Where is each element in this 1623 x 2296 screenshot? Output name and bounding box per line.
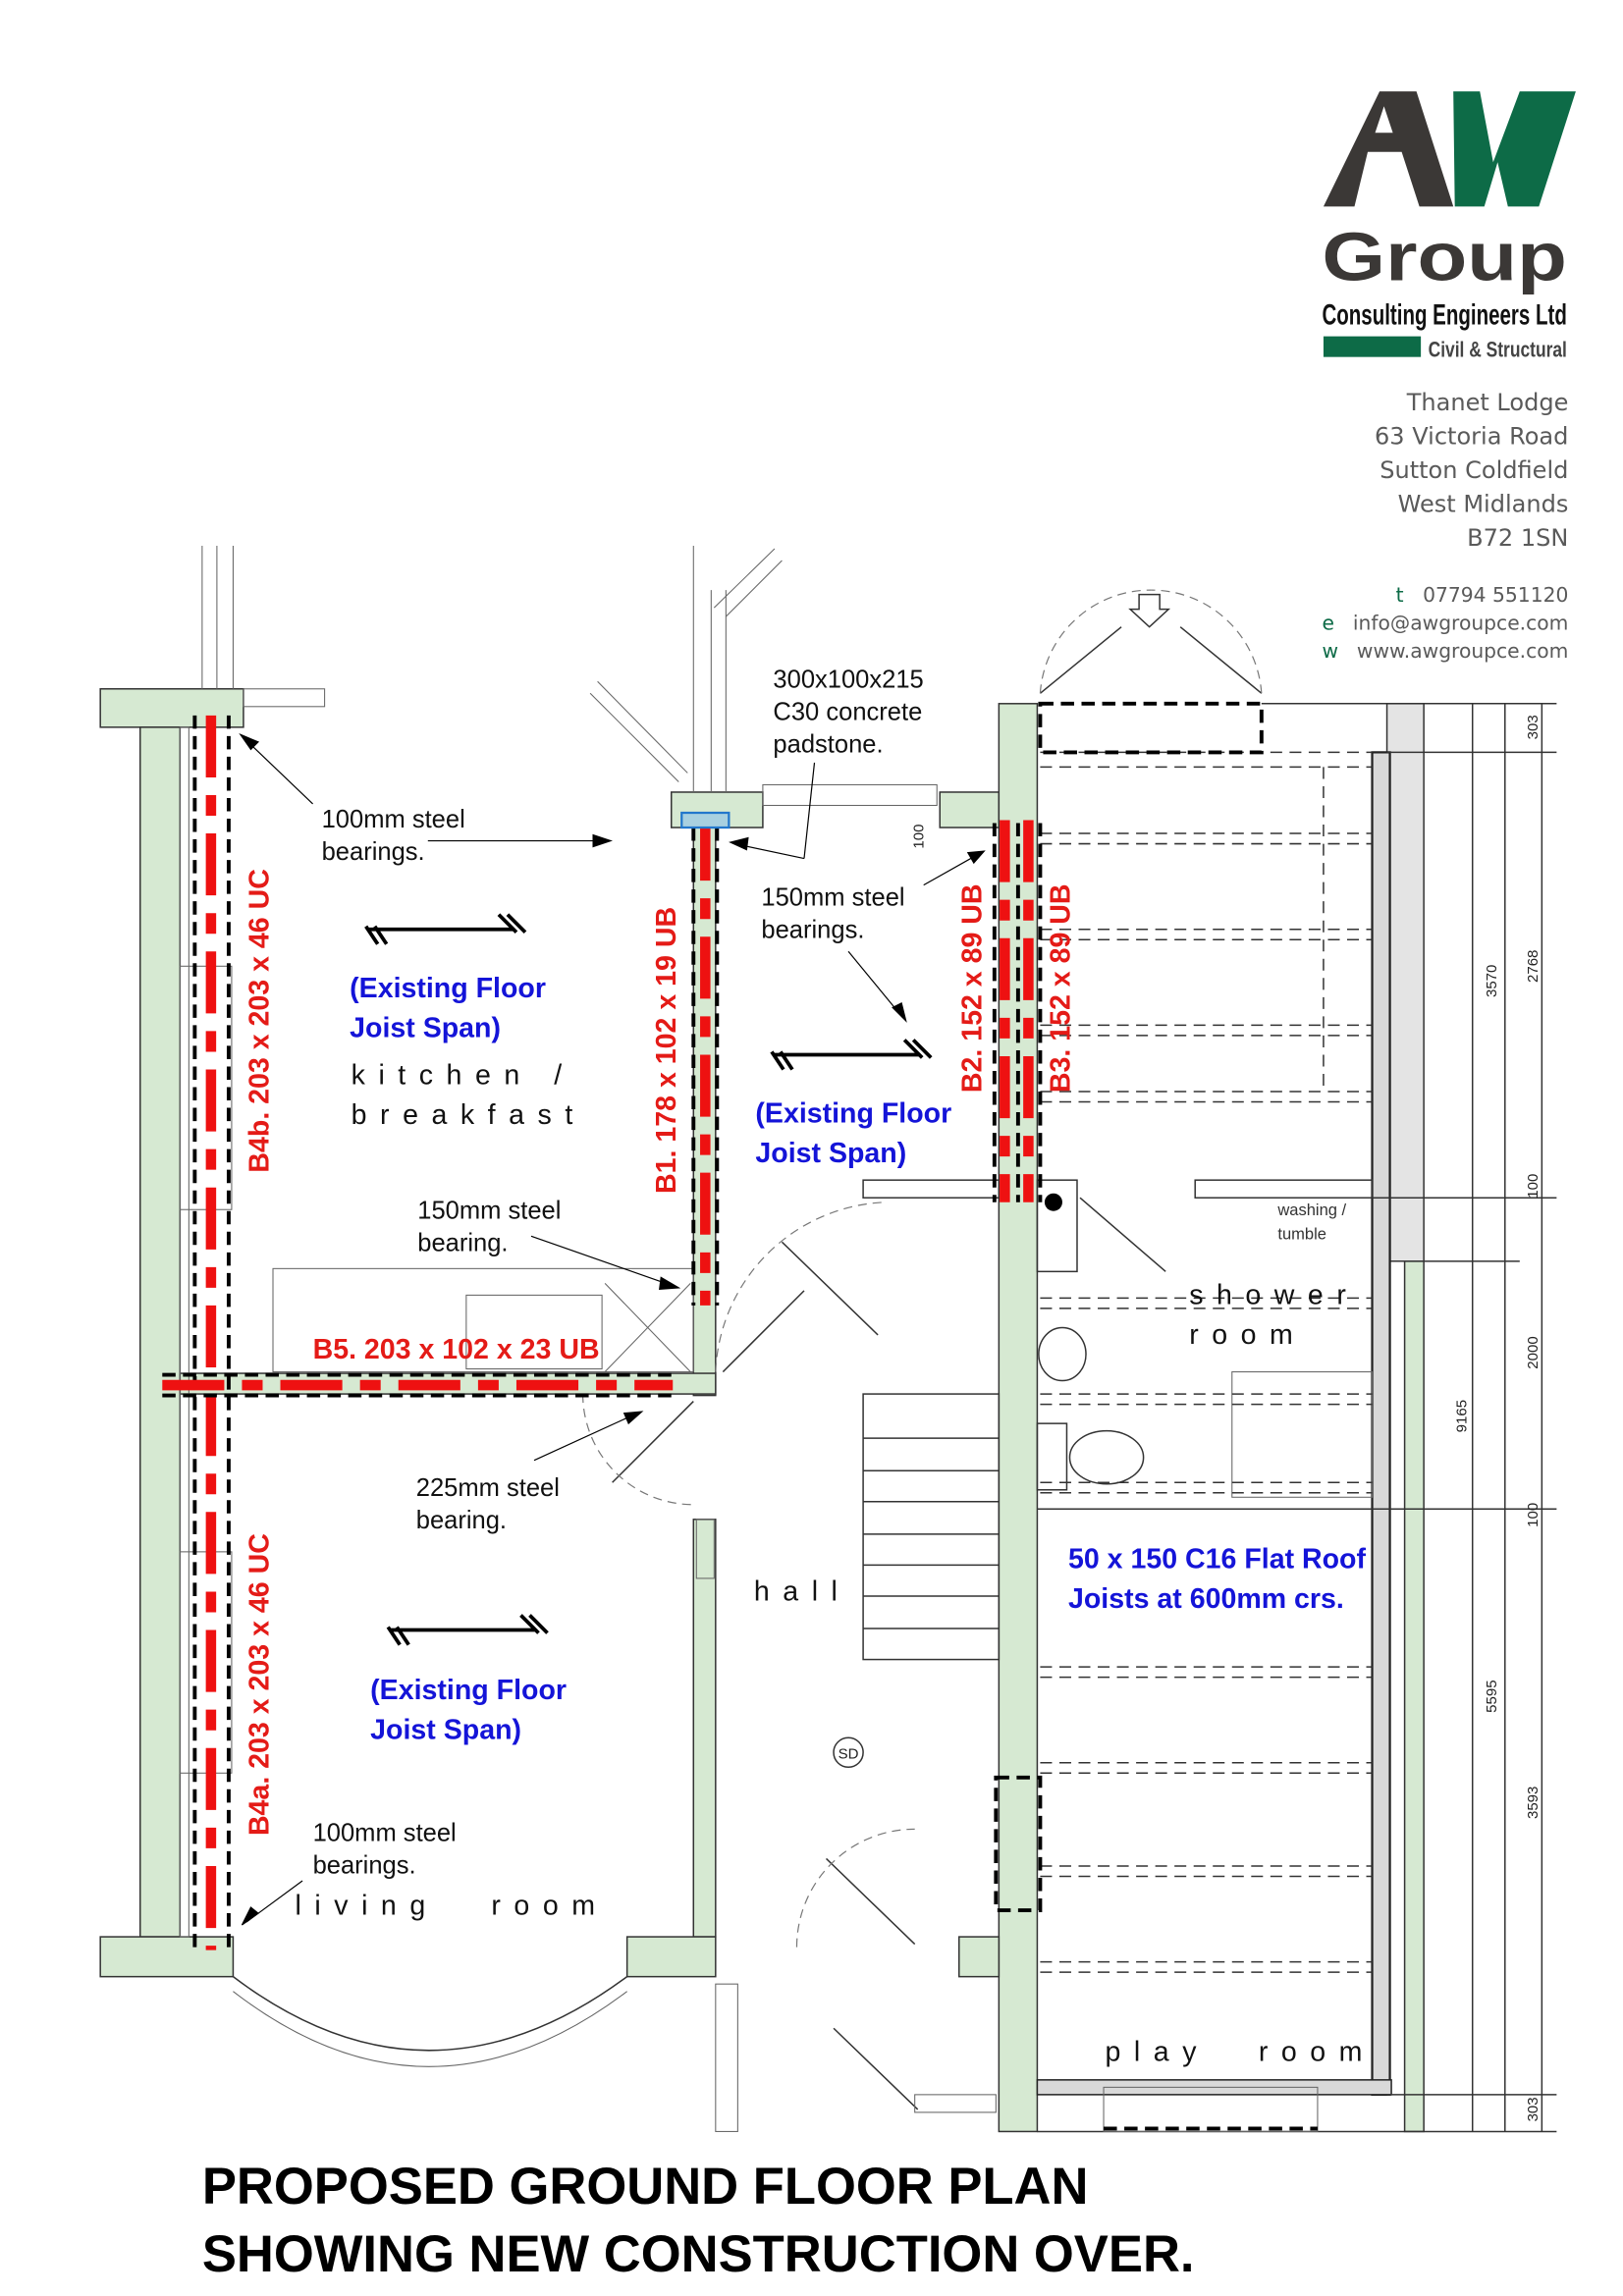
note-joist-span: Joist Span) — [350, 1012, 501, 1043]
beam-b1-label: B1. 178 x 102 x 19 UB — [651, 907, 682, 1194]
note-joist-span: (Existing Floor — [755, 1098, 951, 1130]
smoke-detector-icon — [833, 1736, 864, 1769]
drawing-title: PROPOSED GROUND FLOOR PLAN — [202, 2158, 1089, 2216]
beam-b4b-label: B4b. 203 x 203 x 46 UC — [243, 869, 275, 1172]
web-key: w — [1322, 639, 1338, 663]
logo-company-text: Consulting Engineers Ltd — [1322, 299, 1566, 332]
note-padstone: 300x100x215 — [773, 666, 923, 693]
address-line: Thanet Lodge — [1406, 389, 1569, 416]
address-block: Thanet Lodge 63 Victoria Road Sutton Col… — [1353, 389, 1568, 663]
drawing-subtitle: SHOWING NEW CONSTRUCTION OVER. — [202, 2225, 1195, 2283]
dimension-100-b: 100 — [1525, 1503, 1542, 1527]
dimension-100-a: 100 — [1525, 1174, 1542, 1199]
phone-number: 07794 551120 — [1423, 583, 1568, 607]
email-address[interactable]: info@awgroupce.com — [1353, 612, 1568, 635]
room-label-play: room — [1259, 2036, 1376, 2067]
note-bearing: 100mm steel — [313, 1819, 457, 1846]
logo-tagline: Civil & Structural — [1429, 338, 1567, 362]
room-label-living: living — [296, 1891, 439, 1922]
room-label-shower: shower — [1189, 1279, 1359, 1310]
roof-joists — [994, 701, 1373, 2131]
note-joist-span: (Existing Floor — [350, 973, 546, 1004]
note-bearing: bearing. — [416, 1507, 507, 1534]
dimension-2000: 2000 — [1525, 1336, 1542, 1368]
note-bearing: bearing. — [417, 1229, 508, 1256]
logo-green-bar — [1323, 336, 1422, 357]
padstone — [680, 811, 730, 829]
note-padstone: padstone. — [773, 730, 883, 758]
note-joist-span: (Existing Floor — [370, 1675, 567, 1706]
note-flat-roof: 50 x 150 C16 Flat Roof — [1068, 1543, 1367, 1575]
beam-b4a-label: B4a. 203 x 203 x 46 UC — [243, 1533, 275, 1836]
dimension-3570: 3570 — [1484, 965, 1500, 997]
note-washing: washing / — [1276, 1201, 1346, 1219]
room-label-shower: room — [1189, 1319, 1306, 1351]
note-padstone: C30 concrete — [773, 698, 922, 725]
dimension-2768: 2768 — [1525, 950, 1542, 983]
room-label-play: play — [1106, 2036, 1210, 2067]
website-address[interactable]: www.awgroupce.com — [1357, 639, 1569, 663]
note-bearing: 225mm steel — [416, 1474, 560, 1502]
logo-group-text: Group — [1322, 219, 1566, 295]
bay-window — [232, 1976, 628, 2052]
entrance-arrow-icon — [1128, 593, 1171, 628]
smoke-detector-label: SD — [839, 1745, 859, 1762]
note-bearing: 150mm steel — [417, 1197, 561, 1224]
address-line: Sutton Coldfield — [1380, 456, 1568, 484]
room-label-living: room — [491, 1891, 608, 1922]
room-label-kitchen: breakfast — [352, 1099, 586, 1131]
address-line: B72 1SN — [1467, 524, 1568, 552]
windows-and-fixtures: SD — [179, 546, 1374, 2132]
joist-span-arrows — [364, 913, 933, 1646]
note-washing: tumble — [1277, 1224, 1326, 1243]
dimension-303-bottom: 303 — [1525, 2097, 1542, 2121]
dimension-100-small: 100 — [911, 825, 928, 849]
company-logo: Group Consulting Engineers Ltd Civil & S… — [1322, 91, 1576, 362]
note-joist-span: Joist Span) — [755, 1138, 906, 1169]
note-bearing: 150mm steel — [761, 884, 904, 912]
dimension-9165: 9165 — [1454, 1400, 1471, 1432]
note-joist-span: Joist Span) — [370, 1715, 521, 1746]
note-bearing: bearings. — [322, 838, 425, 866]
address-line: 63 Victoria Road — [1375, 422, 1568, 450]
dimension-lines — [1372, 703, 1557, 2133]
note-bearing: bearings. — [761, 917, 864, 944]
dimension-5595: 5595 — [1484, 1680, 1500, 1712]
dimension-3593: 3593 — [1525, 1787, 1542, 1819]
room-label-hall: hall — [754, 1575, 851, 1607]
phone-key: t — [1396, 583, 1404, 607]
note-bearing: bearings. — [313, 1851, 416, 1879]
email-key: e — [1322, 612, 1333, 635]
beam-b3-label: B3. 152 x 89 UB — [1045, 884, 1076, 1094]
note-flat-roof: Joists at 600mm crs. — [1068, 1583, 1344, 1615]
dimension-303-top: 303 — [1525, 715, 1542, 739]
note-bearing: 100mm steel — [322, 806, 465, 833]
room-label-kitchen: kitchen / — [352, 1060, 575, 1092]
leader-arrows — [239, 733, 986, 1926]
dimension-labels: 303 2768 3570 100 2000 9165 100 5595 359… — [911, 715, 1542, 2121]
steel-beams — [162, 715, 1043, 1950]
address-line: West Midlands — [1398, 490, 1569, 517]
beam-b5-label: B5. 203 x 102 x 23 UB — [313, 1334, 600, 1365]
walls — [99, 688, 1425, 2133]
beam-b2-label: B2. 152 x 89 UB — [956, 884, 988, 1094]
annotations: 100mm steel bearings. 300x100x215 C30 co… — [243, 666, 1376, 2067]
